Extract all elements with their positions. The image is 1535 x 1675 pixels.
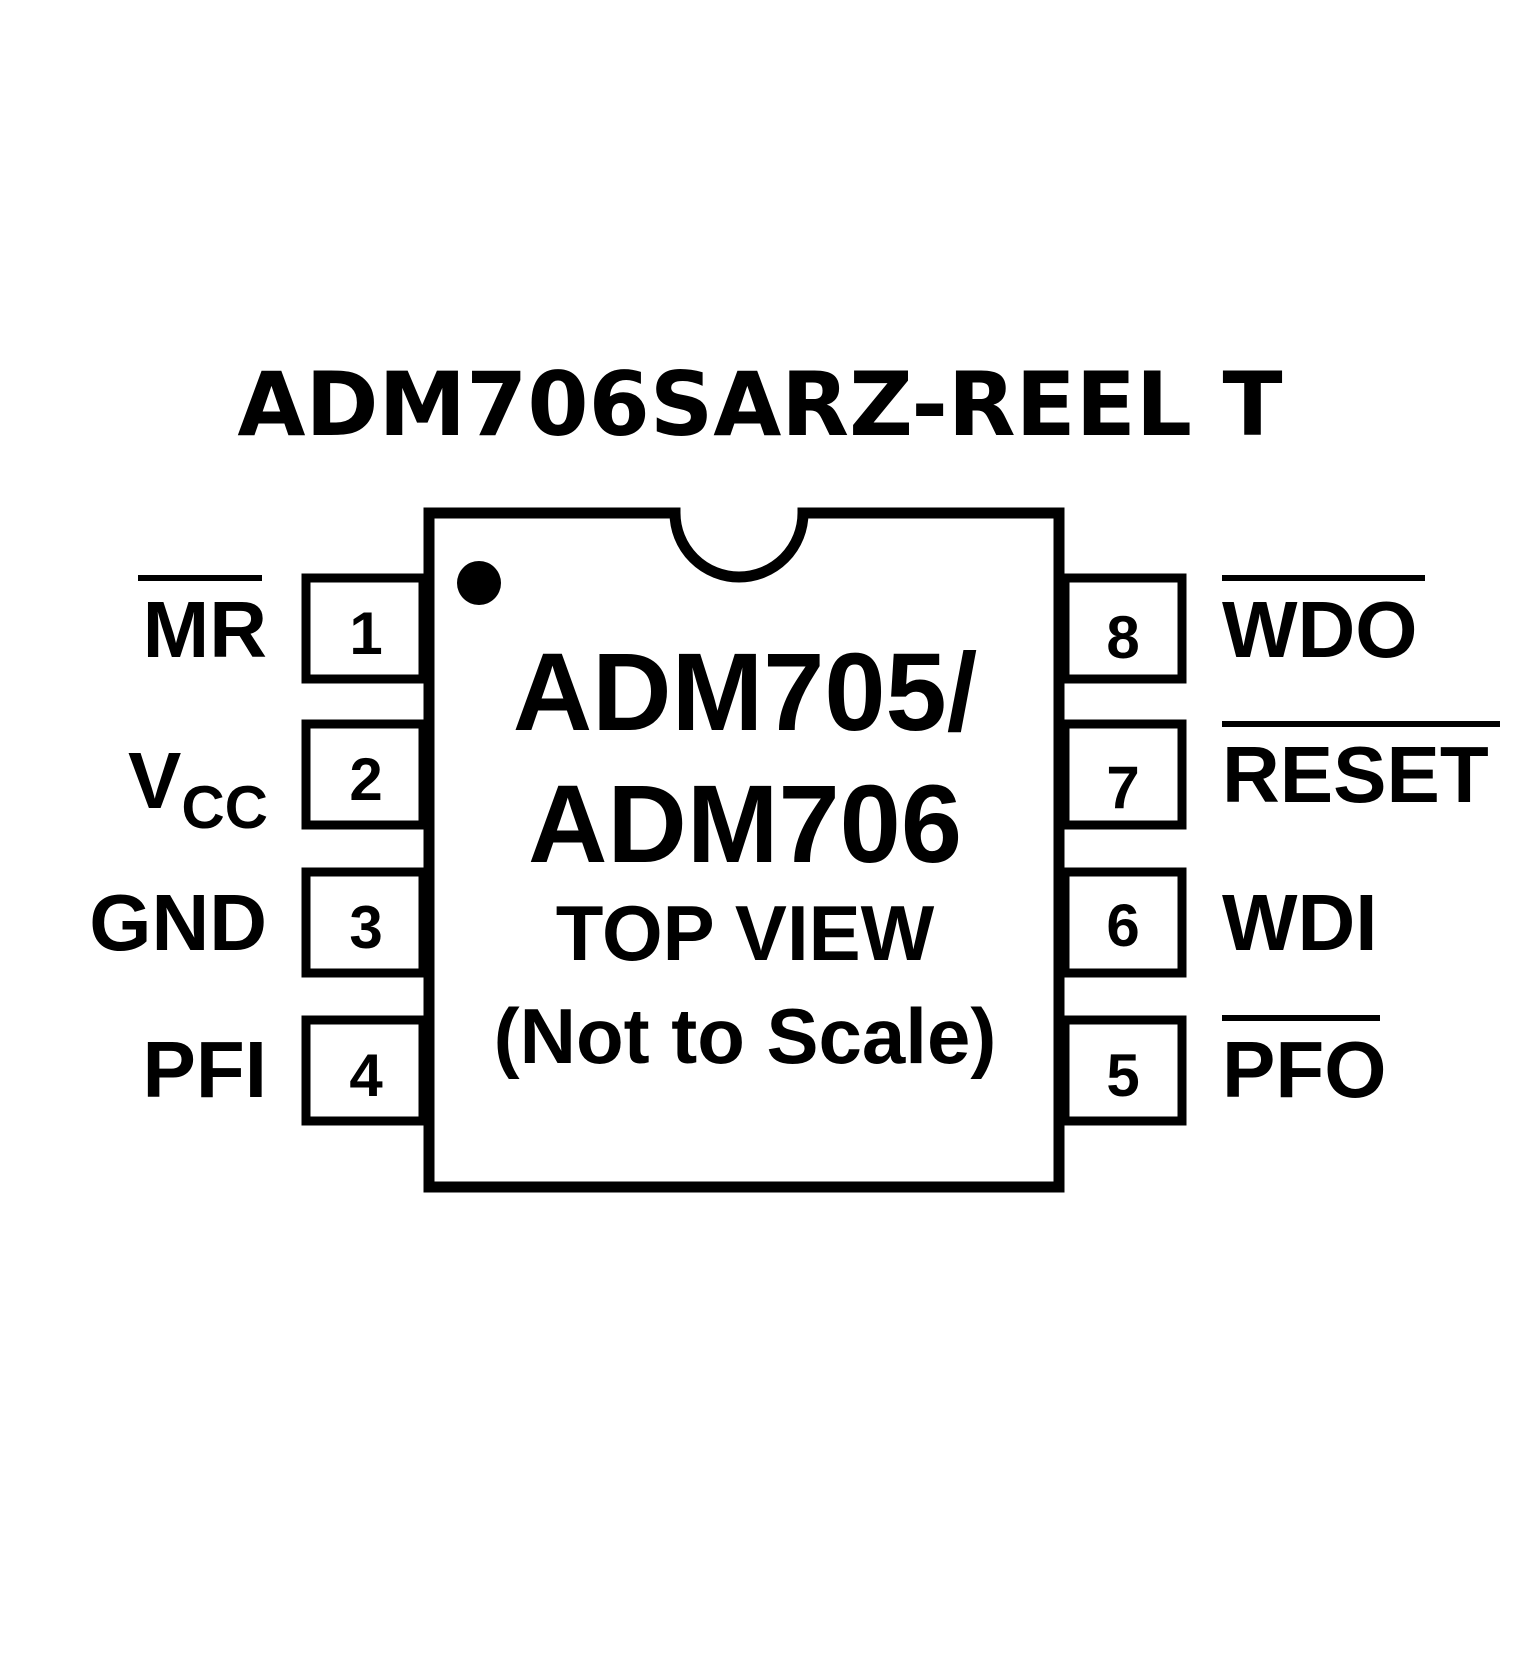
pin-8-label: WDO <box>1222 585 1418 674</box>
pin-3-label: GND <box>89 878 267 967</box>
pin-5-label: PFO <box>1222 1025 1386 1114</box>
pin-5: 5 PFO <box>1060 1015 1386 1126</box>
pin-2-lead <box>301 719 428 830</box>
pin-4-number: 4 <box>349 1042 383 1109</box>
ic-package-body <box>423 507 1065 1193</box>
pin-2-label-subscript: CC <box>181 774 268 841</box>
pin-6: 6 WDI <box>1060 867 1378 978</box>
pin-4-lead <box>301 1015 428 1126</box>
chip-scale-note: (Not to Scale) <box>494 992 997 1080</box>
pin-2-number: 2 <box>349 746 382 813</box>
pin-5-number: 5 <box>1106 1042 1139 1109</box>
part-number-title: ADM706SARZ-REEL T <box>237 353 1282 456</box>
pin-4-label: PFI <box>143 1025 267 1114</box>
pin-1-number: 1 <box>349 600 382 667</box>
pin-8: 8 WDO <box>1060 573 1425 684</box>
chip-view-label: TOP VIEW <box>556 889 935 977</box>
pin-2-label: V <box>128 736 181 825</box>
pin-8-number: 8 <box>1106 604 1139 671</box>
pin-7-number: 7 <box>1106 754 1139 821</box>
pin-7-lead <box>1060 719 1187 830</box>
pin-2-label-group: VCC <box>128 736 268 841</box>
pin-3-number: 3 <box>349 894 382 961</box>
pin-7-label: RESET <box>1222 730 1489 819</box>
pin-3-lead <box>301 867 428 978</box>
pin-3: 3 GND <box>89 867 428 978</box>
pin-6-lead <box>1060 867 1187 978</box>
pin-1-lead <box>301 573 428 684</box>
chip-name-line1: ADM705/ <box>513 631 978 754</box>
pin-8-lead <box>1060 573 1187 684</box>
pin-7: 7 RESET <box>1060 719 1500 830</box>
pin1-indicator-dot <box>457 561 501 605</box>
pin-6-number: 6 <box>1106 892 1139 959</box>
pin-1: 1 MR <box>138 573 428 684</box>
pin-1-label: MR <box>143 585 267 674</box>
chip-name-line2: ADM706 <box>528 763 962 886</box>
pin-5-lead <box>1060 1015 1187 1126</box>
pin-2: 2 VCC <box>128 719 428 841</box>
pin-6-label: WDI <box>1222 878 1378 967</box>
pin-4: 4 PFI <box>143 1015 428 1126</box>
